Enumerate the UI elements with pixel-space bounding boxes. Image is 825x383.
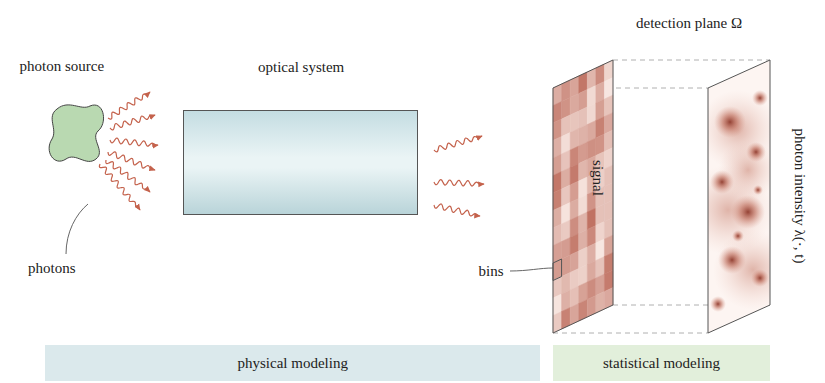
statistical-band: statistical modeling [553,345,770,381]
photon-arrow [434,180,484,186]
photon-arrow [108,92,150,119]
photon-source-shape [45,100,107,164]
physical-band: physical modeling [45,345,540,381]
bins-label: bins [479,262,504,280]
photon-arrow [99,164,140,210]
photon-arrow [108,152,155,170]
photon-arrow [434,204,480,216]
bins-leader [510,268,553,271]
node-label: physical modeling [238,354,348,372]
optical-system: optical system [183,110,418,215]
signal-outline [553,60,613,333]
photon-arrow [110,115,155,130]
photon-arrow [110,138,158,146]
intensity-panel: photon intensity λ(·, t) [708,60,770,333]
intensity-field [683,60,793,333]
photon-source: photon source [45,100,107,164]
node-label: statistical modeling [603,354,720,372]
photons-leader [66,204,88,254]
node-label: optical system [258,58,344,76]
signal-panel-shape [553,60,613,333]
photon-arrows [99,92,484,216]
photon-arrow [434,136,482,152]
photons-label: photons [28,259,76,277]
node-label: photon source [20,57,105,75]
node-label: signal [589,160,607,196]
source-blob [49,105,103,162]
bin-highlight [553,259,562,281]
signal-panel: signal [553,60,613,333]
intensity-outline [708,60,770,333]
plane-title: detection plane Ω [636,14,742,32]
signal-bins [553,60,613,333]
node-label: photon intensity λ(·, t) [791,129,809,264]
intensity-panel-shape [708,60,770,333]
